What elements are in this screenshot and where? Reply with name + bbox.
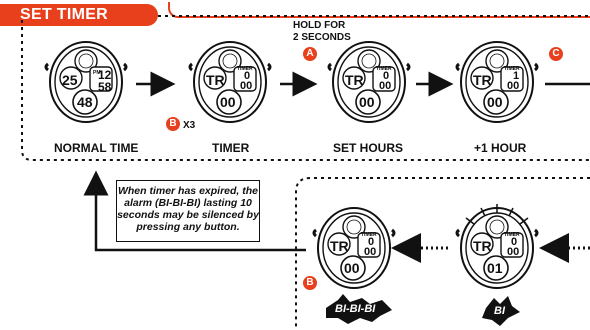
- watch1-right-top: 12: [98, 68, 112, 82]
- watch3-tag: TIMER: [376, 66, 392, 72]
- expiry-note: When timer has expired, the alarm (BI-BI…: [116, 180, 260, 242]
- watch5-left-digits: TR: [330, 238, 349, 254]
- watch1-bottom: 48: [77, 94, 93, 110]
- watch5-bottom: 00: [344, 260, 360, 276]
- return-arrow: [83, 170, 306, 252]
- alarm-rays: [465, 204, 529, 225]
- watch4-left-digits: TR: [473, 72, 492, 88]
- watch3-right-top: 0: [383, 70, 390, 82]
- beep-label-long: BI-BI-BI: [335, 303, 376, 315]
- watch1-left-digits: 25: [62, 72, 78, 88]
- watch1-right-bottom: 58: [98, 80, 112, 94]
- bottom-frame-dashed: [295, 177, 590, 330]
- watch6-left-digits: TR: [473, 238, 492, 254]
- section-title: SET TIMER: [20, 6, 109, 23]
- button-c-badge: C: [549, 47, 563, 61]
- button-b-badge-2: B: [303, 276, 317, 290]
- watch1-pm: PM: [93, 70, 101, 76]
- watch-set-hours: [327, 40, 411, 124]
- watch2-tag: TIMER: [237, 66, 253, 72]
- caption-set-hours: SET HOURS: [333, 141, 404, 155]
- button-a-badge: A: [303, 47, 317, 61]
- watch-alarm-bibibi: [312, 206, 396, 290]
- watch4-right-bottom: 00: [507, 80, 520, 92]
- watch2-left-digits: TR: [206, 72, 225, 88]
- watch4-tag: TIMER: [504, 66, 520, 72]
- watch5-tag: TIMER: [361, 232, 377, 238]
- caption-timer: TIMER: [212, 141, 250, 155]
- section-header: [0, 4, 158, 26]
- watch2-right-top: 0: [244, 70, 251, 82]
- watch3-left-digits: TR: [345, 72, 364, 88]
- watch6-bottom: 01: [487, 260, 503, 276]
- watch-timer: [188, 40, 272, 124]
- watch2-right-bottom: 00: [240, 80, 253, 92]
- watch-normal-time: [44, 40, 128, 124]
- caption-plus-one-hour: +1 HOUR: [474, 141, 527, 155]
- watch3-right-bottom: 00: [379, 80, 392, 92]
- watch5-right-bottom: 00: [364, 246, 377, 258]
- watch4-right-top: 1: [513, 70, 520, 82]
- caption-normal-time: NORMAL TIME: [54, 141, 139, 155]
- watch6-tag: TIMER: [504, 232, 520, 238]
- watch6-right-bottom: 00: [507, 246, 520, 258]
- watch2-bottom: 00: [220, 94, 236, 110]
- beep-burst-long: [326, 294, 392, 324]
- hold-instruction: HOLD FOR 2 SECONDS: [293, 20, 351, 43]
- watch3-bottom: 00: [359, 94, 375, 110]
- press-count: X3: [183, 120, 196, 131]
- button-b-badge: B: [166, 117, 180, 131]
- watch5-right-top: 0: [368, 236, 375, 248]
- beep-burst-short: [482, 296, 520, 326]
- watch-plus-one-hour: [455, 40, 539, 124]
- header-rule: [168, 2, 590, 18]
- watch4-bottom: 00: [487, 94, 503, 110]
- watch6-right-top: 0: [511, 236, 518, 248]
- beep-label-short: BI: [494, 305, 505, 317]
